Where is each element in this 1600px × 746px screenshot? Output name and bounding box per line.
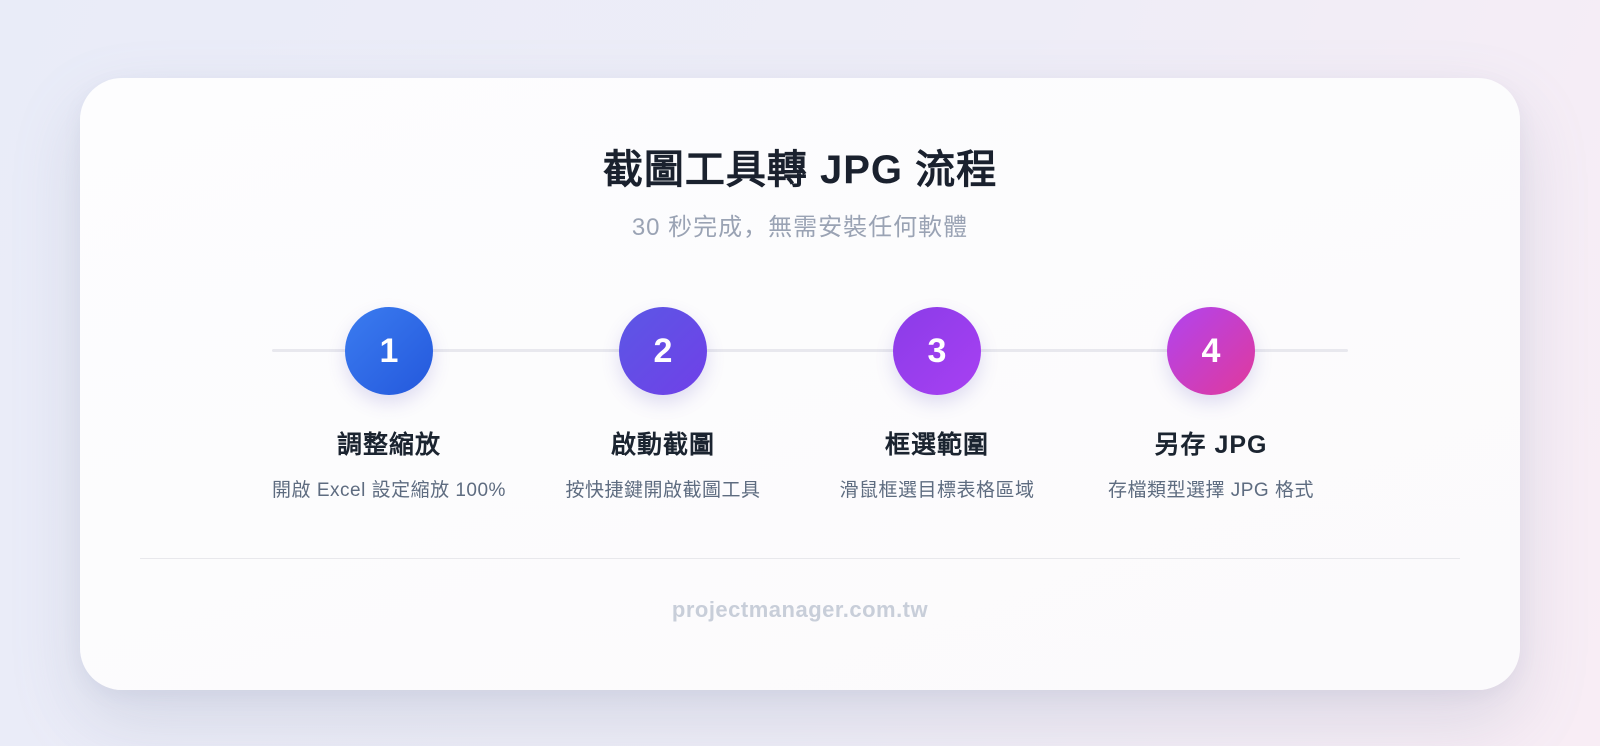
step-1-circle: 1	[345, 307, 433, 396]
step-3-number: 3	[927, 331, 947, 370]
step-1: 1 調整縮放 開啟 Excel 設定縮放 100%	[252, 307, 526, 502]
step-4-circle: 4	[1167, 307, 1255, 396]
step-connector-line	[272, 349, 1348, 353]
step-3-description: 滑鼠框選目標表格區域	[839, 480, 1035, 502]
step-4: 4 另存 JPG 存檔類型選擇 JPG 格式	[1074, 307, 1348, 502]
step-1-description: 開啟 Excel 設定縮放 100%	[272, 480, 506, 502]
step-2-circle: 2	[619, 307, 707, 396]
step-2: 2 啟動截圖 按快捷鍵開啟截圖工具	[526, 307, 800, 502]
step-2-title: 啟動截圖	[610, 431, 715, 460]
step-3-circle: 3	[893, 307, 981, 396]
page-title: 截圖工具轉 JPG 流程	[602, 148, 998, 192]
footer-watermark: projectmanager.com.tw	[671, 597, 929, 623]
step-1-title: 調整縮放	[336, 431, 441, 460]
step-4-title: 另存 JPG	[1154, 431, 1268, 460]
step-4-description: 存檔類型選擇 JPG 格式	[1107, 480, 1314, 502]
step-2-number: 2	[653, 331, 673, 370]
footer-divider	[140, 558, 1460, 560]
step-4-number: 4	[1201, 331, 1221, 370]
step-3: 3 框選範圍 滑鼠框選目標表格區域	[800, 307, 1074, 502]
step-3-title: 框選範圍	[884, 431, 989, 460]
step-1-number: 1	[379, 331, 399, 370]
steps-row: 1 調整縮放 開啟 Excel 設定縮放 100% 2 啟動截圖 按快捷鍵開啟截…	[252, 307, 1348, 502]
process-card: 截圖工具轉 JPG 流程 30 秒完成，無需安裝任何軟體 1 調整縮放 開啟 E…	[80, 78, 1520, 690]
page-subtitle: 30 秒完成，無需安裝任何軟體	[631, 214, 969, 241]
step-2-description: 按快捷鍵開啟截圖工具	[565, 480, 761, 502]
